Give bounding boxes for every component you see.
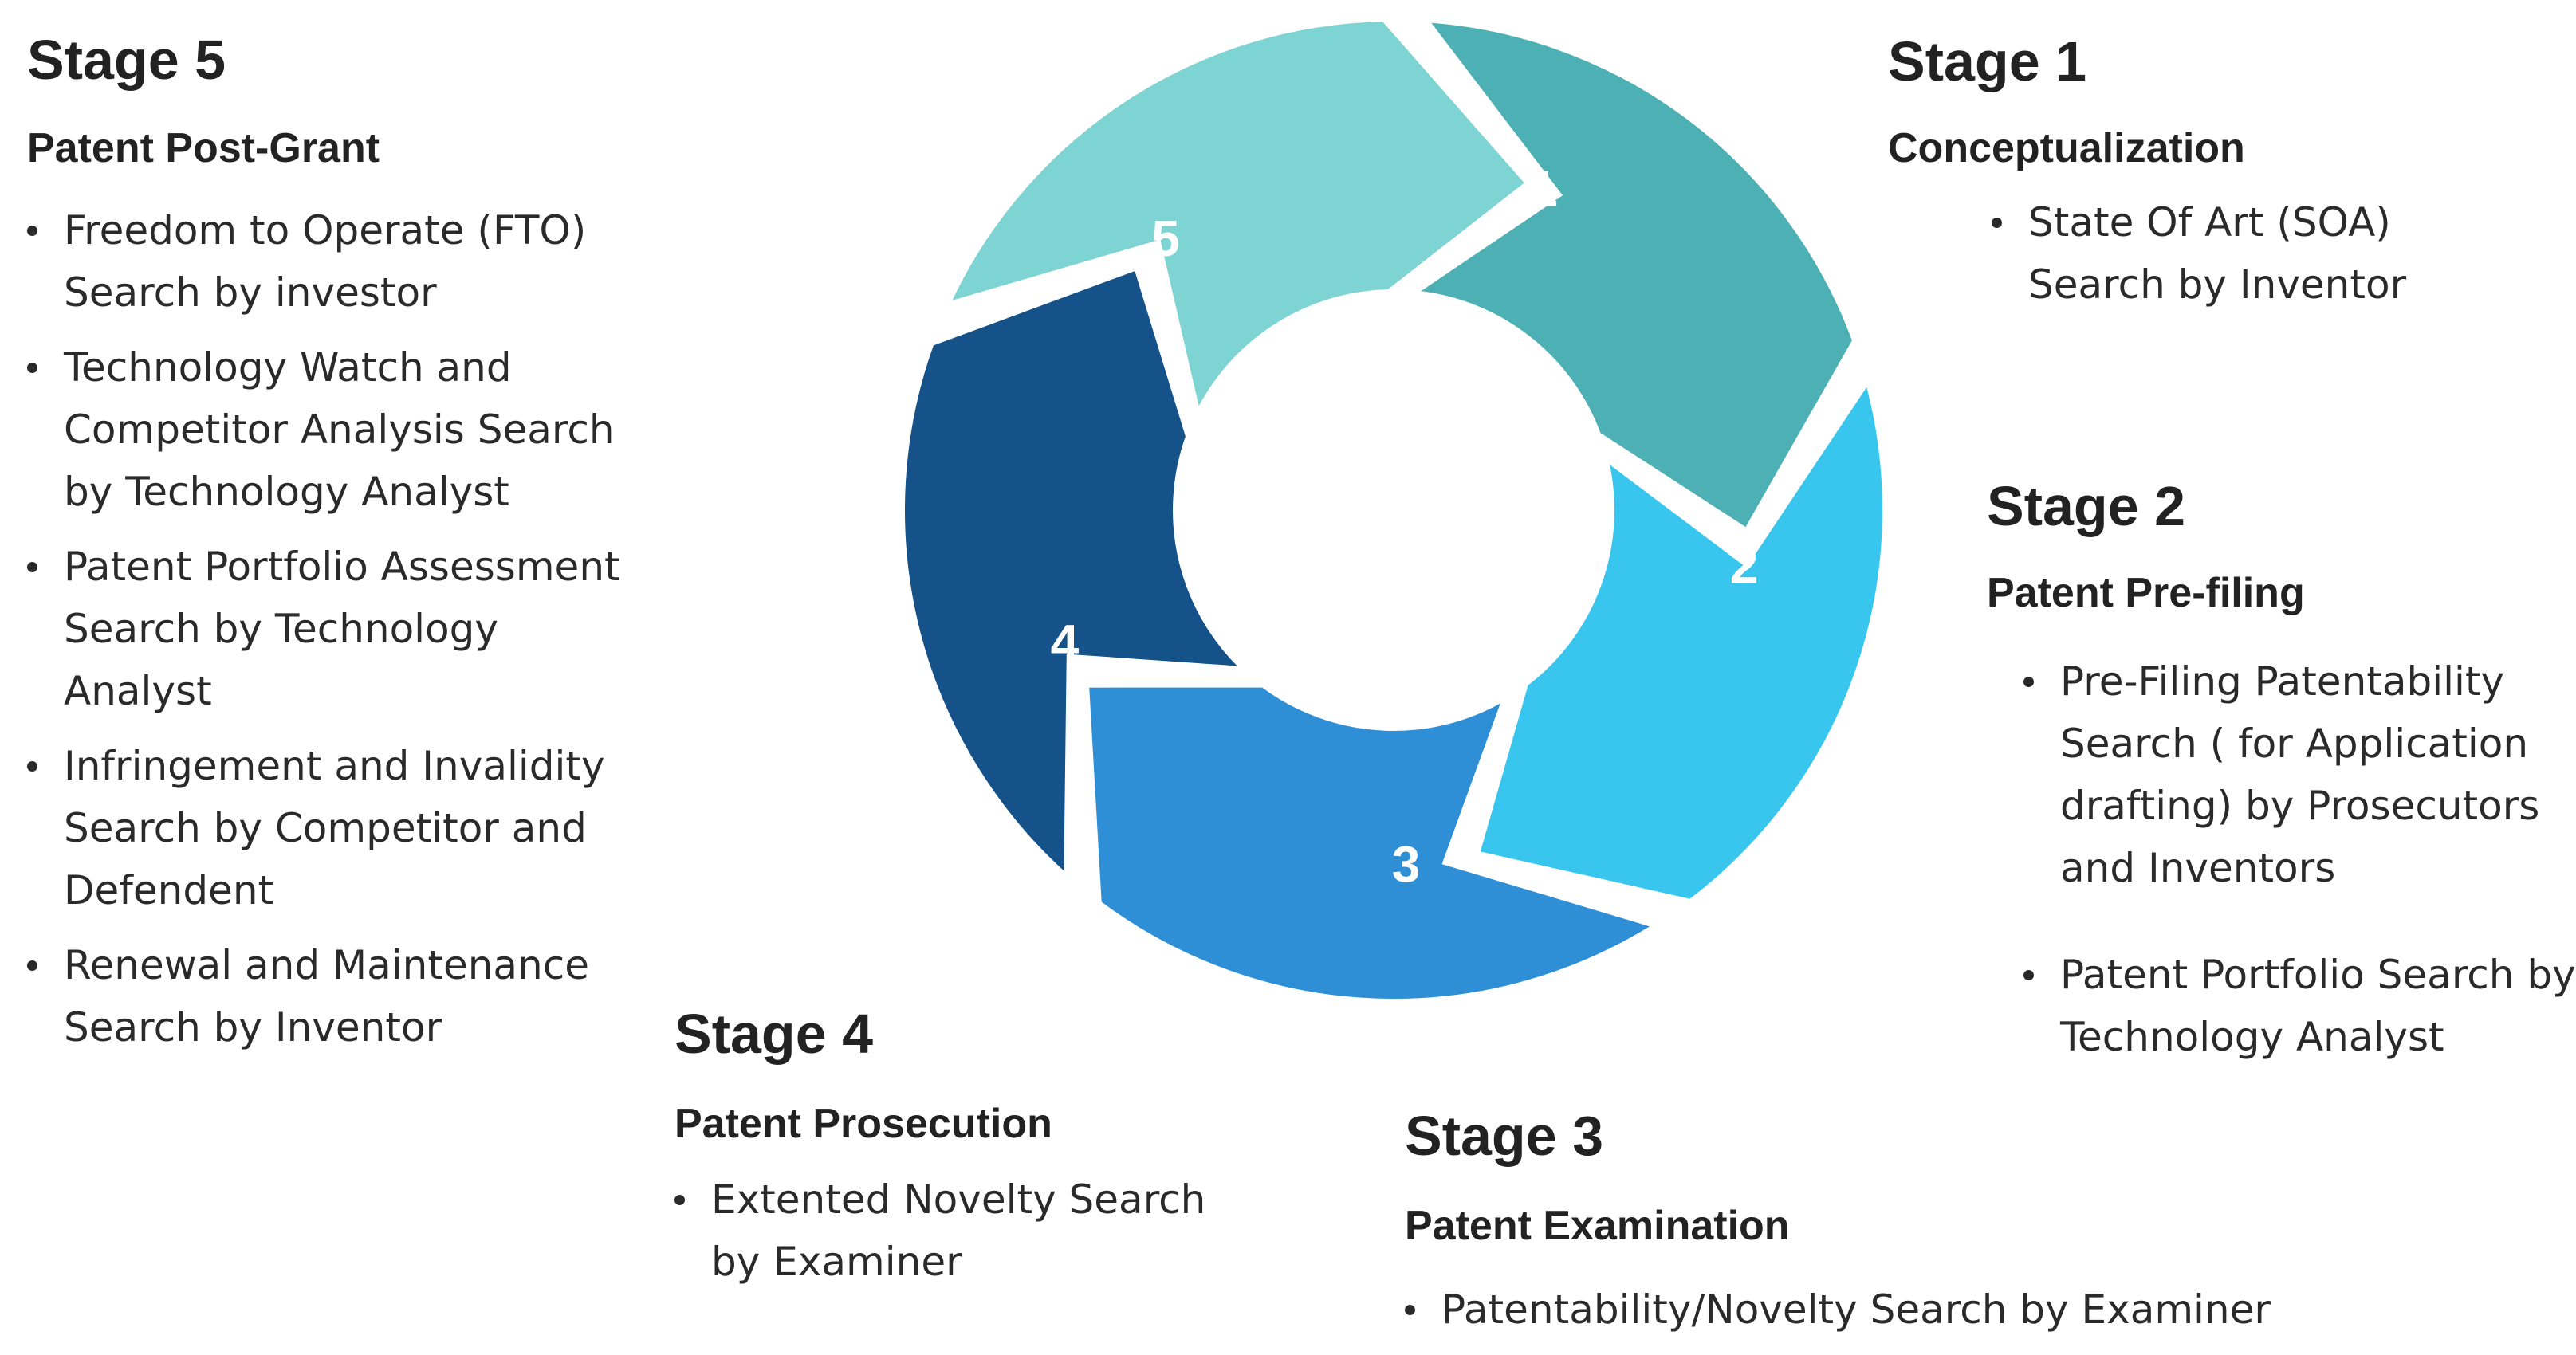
list-item: Extented Novelty Search by Examiner	[674, 1168, 1221, 1293]
list-item: Freedom to Operate (FTO) Search by inves…	[27, 199, 590, 324]
stage-3-subtitle: Patent Examination	[1405, 1203, 1790, 1249]
cycle-segment-4	[894, 256, 1269, 896]
list-item: Patentability/Novelty Search by Examiner	[1405, 1278, 2478, 1341]
list-item: Renewal and Maintenance Search by Invent…	[27, 934, 606, 1058]
list-item: Pre-Filing Patentability Search ( for Ap…	[2023, 650, 2576, 899]
stage-2-block: Stage 2 Patent Pre-filing Pre-Filing Pat…	[1987, 475, 2576, 1113]
stage-1-block: Stage 1 Conceptualization State Of Art (…	[1888, 33, 2542, 316]
segment-5-number: 5	[1151, 210, 1180, 267]
segment-2-number: 2	[1730, 537, 1759, 595]
cycle-segment-5	[932, 10, 1541, 441]
stage-5-block: Stage 5 Patent Post-Grant Freedom to Ope…	[27, 32, 633, 1071]
list-item: Patent Portfolio Assessment Search by Te…	[27, 536, 622, 722]
cycle-segment-2	[1466, 360, 1894, 911]
stage-1-subtitle: Conceptualization	[1888, 125, 2245, 171]
list-item: Technology Watch and Competitor Analysis…	[27, 336, 622, 523]
segment-3-number: 3	[1392, 836, 1421, 894]
stage-5-list: Freedom to Operate (FTO) Search by inves…	[27, 199, 633, 1058]
stage-5-subtitle: Patent Post-Grant	[27, 125, 380, 171]
segment-4-number: 4	[1051, 615, 1080, 672]
cycle-segment-3	[1077, 676, 1677, 1010]
stage-5-title: Stage 5	[27, 29, 226, 91]
list-item: Infringement and Invalidity Search by Co…	[27, 735, 606, 921]
stage-4-title: Stage 4	[674, 1003, 873, 1065]
stage-4-list: Extented Novelty Search by Examiner	[674, 1168, 1233, 1293]
stage-3-title: Stage 3	[1405, 1105, 1603, 1167]
stage-3-list: Patentability/Novelty Search by Examiner	[1405, 1278, 2441, 1341]
stage-4-subtitle: Patent Prosecution	[674, 1101, 1052, 1147]
cycle-segment-1	[1387, 10, 1865, 543]
stage-2-list: Pre-Filing Patentability Search ( for Ap…	[2023, 650, 2576, 1068]
stage-4-block: Stage 4 Patent Prosecution Extented Nove…	[674, 1006, 1233, 1293]
stage-2-subtitle: Patent Pre-filing	[1987, 570, 2305, 616]
list-item: Patent Portfolio Search by Technology An…	[2023, 944, 2576, 1068]
stage-3-block: Stage 3 Patent Examination Patentability…	[1405, 1108, 2441, 1341]
segment-1-number: 1	[1529, 160, 1558, 218]
stage-2-title: Stage 2	[1987, 475, 2185, 537]
stage-1-list: State Of Art (SOA) Search by Inventor	[1992, 191, 2542, 316]
list-item: State Of Art (SOA) Search by Inventor	[1992, 191, 2459, 316]
stage-1-title: Stage 1	[1888, 30, 2086, 92]
